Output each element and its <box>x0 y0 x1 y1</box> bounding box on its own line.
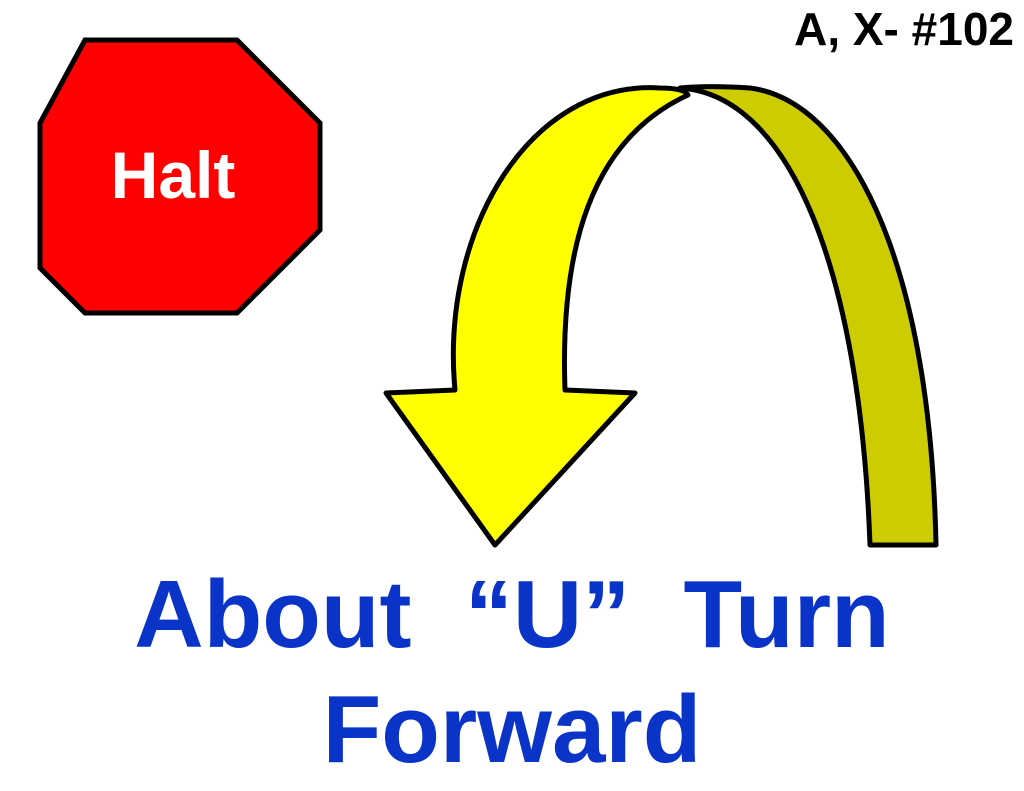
stop-sign-icon <box>37 37 323 316</box>
halt-sign-label: Halt <box>111 138 236 212</box>
u-turn-arrow-icon <box>383 84 939 548</box>
title-line-1: About “U” Turn <box>134 561 890 668</box>
arrow-back-band <box>677 84 939 548</box>
arrow-front-band <box>383 85 691 548</box>
card-code: A, X- #102 <box>794 3 1014 55</box>
halt-sign: Halt <box>37 37 323 316</box>
title-line-2: Forward <box>322 676 702 783</box>
